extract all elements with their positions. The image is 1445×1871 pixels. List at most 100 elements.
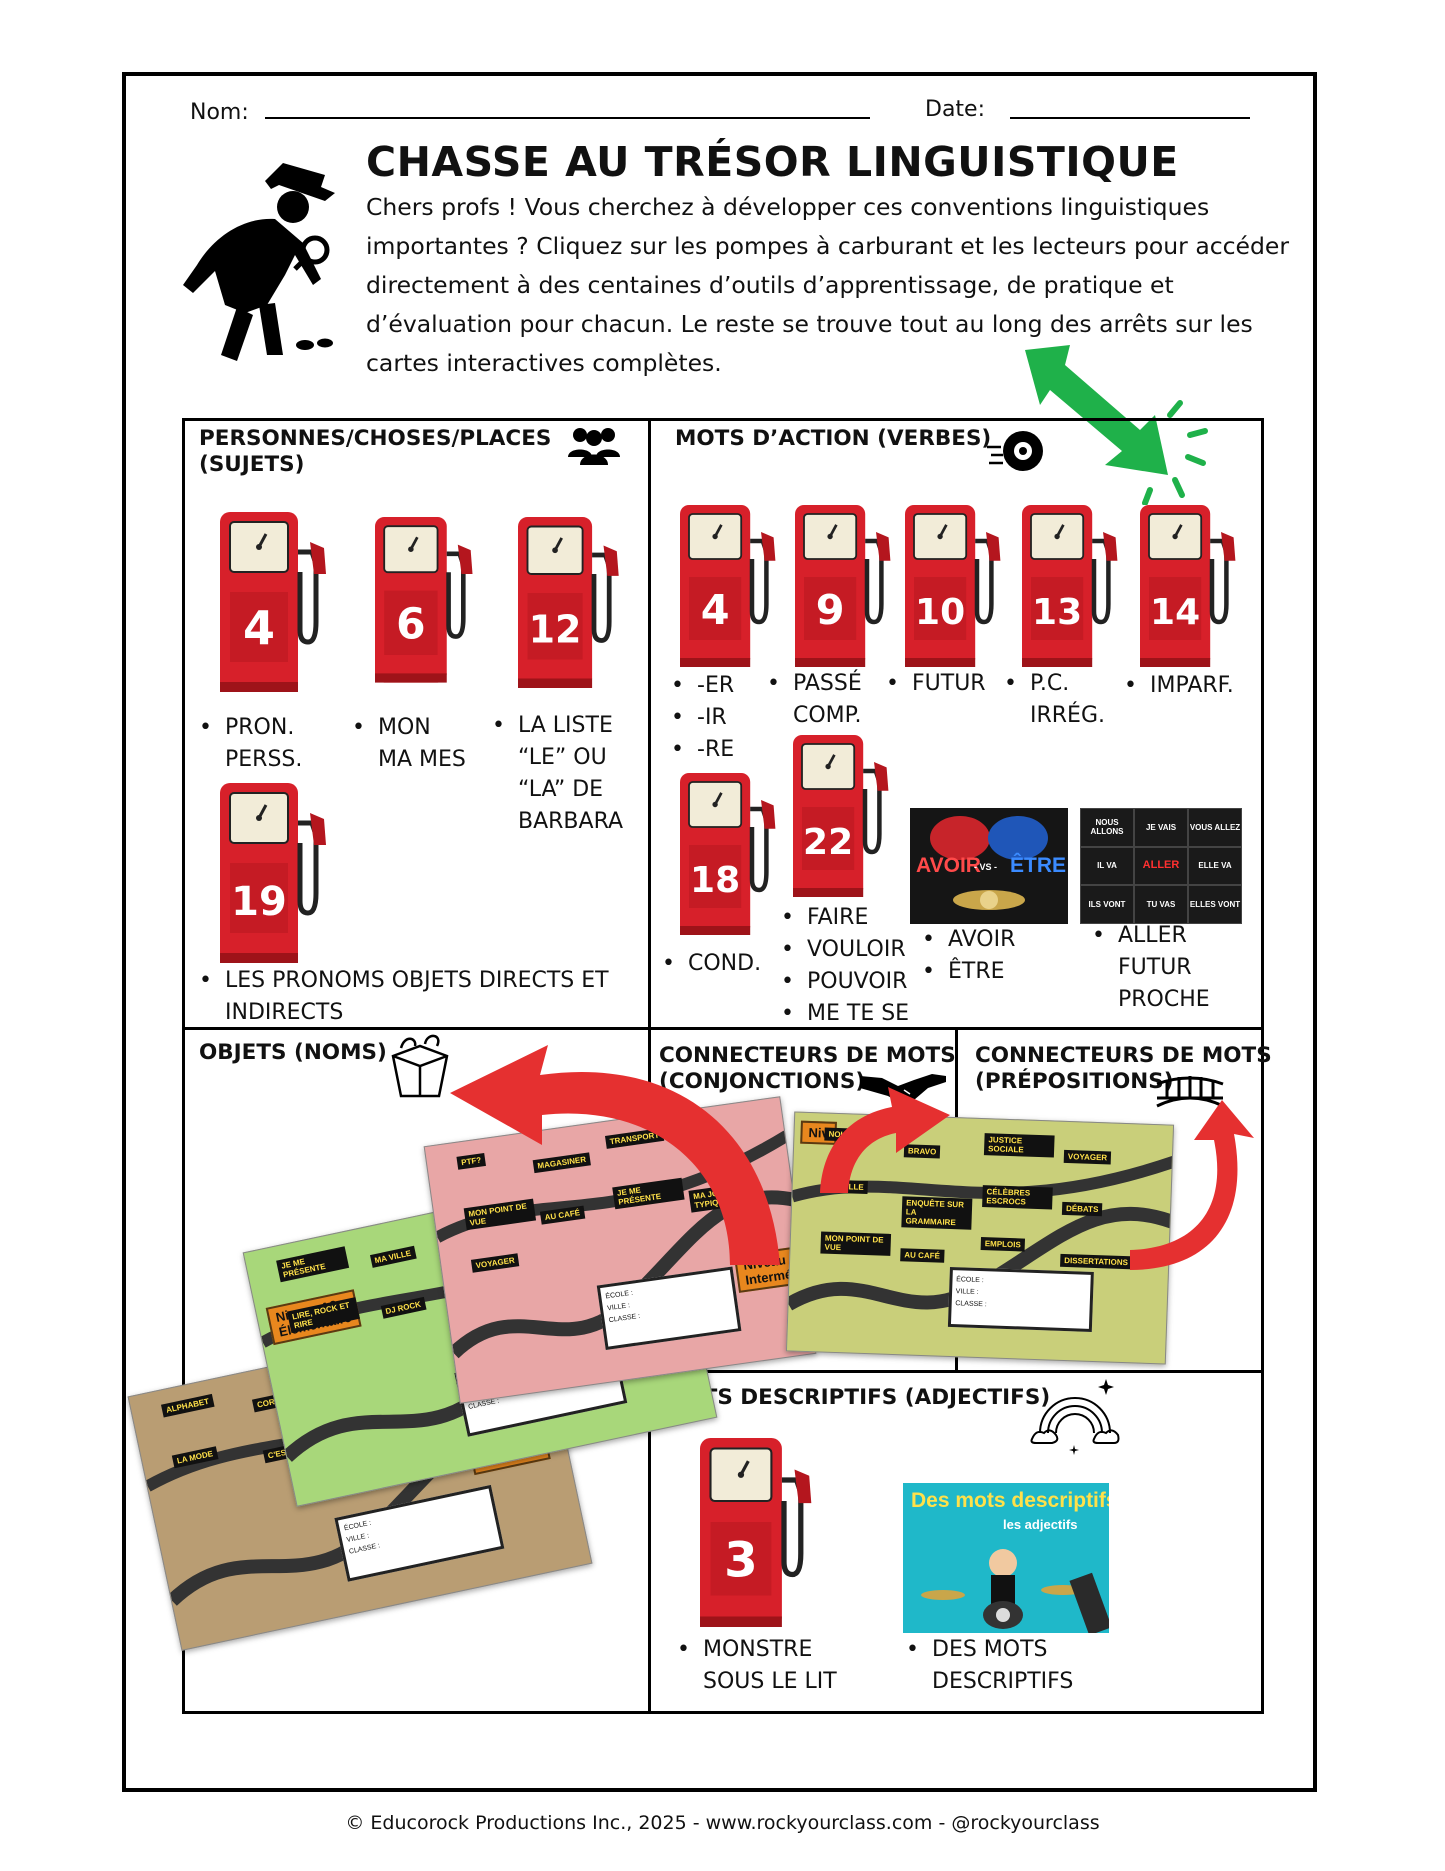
divider xyxy=(648,1370,1264,1373)
list-item: MON MA MES xyxy=(348,712,466,776)
gas-pump-icon[interactable]: 18 xyxy=(680,773,779,937)
pump-label: ME TE SE xyxy=(777,998,909,1030)
thumb-label: AVOIR xyxy=(918,924,1015,956)
pump-number: 9 xyxy=(816,586,845,634)
list-item: -ER -IR -RE xyxy=(667,670,734,766)
conjugation-cell: TU VAS xyxy=(1134,885,1188,924)
conjugation-cell: ILS VONT xyxy=(1080,885,1134,924)
gas-pump-icon[interactable]: 4 xyxy=(220,512,330,694)
divider xyxy=(648,418,651,1714)
vs-text: - VS - xyxy=(974,862,998,872)
map-stop-label[interactable]: DÉBATS xyxy=(1061,1201,1103,1217)
takeout-box-icon xyxy=(391,1034,449,1098)
gas-pump-icon[interactable]: 4 xyxy=(680,505,779,669)
gas-pump-icon[interactable]: 13 xyxy=(1022,505,1121,669)
avoir-etre-video-thumb[interactable]: AVOIR - VS - ÊTRE xyxy=(910,808,1068,924)
pump-label: -IR xyxy=(667,702,734,734)
tire-icon xyxy=(987,431,1043,471)
map-stop-label[interactable]: ENQUÊTE SUR LA GRAMMAIRE xyxy=(901,1196,973,1230)
list-item: DES MOTS DESCRIPTIFS xyxy=(902,1634,1073,1698)
list-item: LES PRONOMS OBJETS DIRECTS ET INDIRECTS xyxy=(195,965,609,1029)
pump-label: PASSÉ xyxy=(763,668,862,700)
pump-label: “LA” DE xyxy=(518,777,604,802)
pump-label: -ER xyxy=(667,670,734,702)
page-title: CHASSE AU TRÉSOR LINGUISTIQUE xyxy=(366,138,1179,186)
name-label: Nom: xyxy=(190,100,249,125)
gas-pump-icon[interactable]: 9 xyxy=(795,505,894,669)
pump-label: IMPARF. xyxy=(1120,670,1234,702)
map-stop-label[interactable]: VOYAGER xyxy=(1063,1149,1112,1165)
adjectives-thumb-subtitle: les adjectifs xyxy=(1003,1517,1078,1532)
list-item: LA LISTE “LE” OU “LA” DE BARBARA xyxy=(488,710,623,838)
pump-label: COND. xyxy=(658,948,761,980)
prepositions-title-line2: (PRÉPOSITIONS) xyxy=(975,1069,1174,1094)
gas-pump-icon[interactable]: 10 xyxy=(905,505,1004,669)
pump-label: INDIRECTS xyxy=(225,1000,344,1025)
page-border xyxy=(122,72,1317,1792)
subjects-title-line2: (SUJETS) xyxy=(199,452,305,477)
pump-number: 10 xyxy=(915,592,965,633)
list-item: MONSTRE SOUS LE LIT xyxy=(673,1634,837,1698)
map-stop-label[interactable]: EMPLOIS xyxy=(980,1237,1026,1252)
adjectives-title: MOTS DESCRIPTIFS (ADJECTIFS) xyxy=(663,1385,1051,1410)
pump-label: LES PRONOMS OBJETS DIRECTS ET xyxy=(195,965,609,997)
map-stop-label[interactable]: JUSTICE SOCIALE xyxy=(983,1133,1055,1158)
list-item: FUTUR xyxy=(882,668,986,700)
thumb-label: FUTUR xyxy=(1118,955,1192,980)
list-item: COND. xyxy=(658,948,761,980)
map-stop-label[interactable]: AU CAFÉ xyxy=(900,1248,945,1263)
pump-label: PERSS. xyxy=(225,747,303,772)
pump-label: P.C. xyxy=(1000,668,1105,700)
gas-pump-icon[interactable]: 14 xyxy=(1140,505,1239,669)
conjugation-cell: VOUS ALLEZ xyxy=(1188,808,1242,847)
pump-label: MONSTRE xyxy=(673,1634,837,1666)
pump-label: POUVOIR xyxy=(777,966,909,998)
divider xyxy=(182,1027,1264,1030)
date-field[interactable] xyxy=(1010,117,1250,119)
pump-label: SOUS LE LIT xyxy=(703,1669,837,1694)
nouns-title: OBJETS (NOMS) xyxy=(199,1040,387,1065)
thumb-label: DESCRIPTIFS xyxy=(932,1669,1074,1694)
pump-label: -RE xyxy=(667,734,734,766)
rainbow-icon xyxy=(1030,1379,1120,1455)
gas-pump-icon[interactable]: 12 xyxy=(518,517,623,690)
pump-label: BARBARA xyxy=(518,809,624,834)
conjunctions-title-line1: CONNECTEURS DE MOTS xyxy=(659,1043,956,1068)
list-item: PRON. PERSS. xyxy=(195,712,302,776)
subjects-title: PERSONNES/CHOSES/PLACES (SUJETS) xyxy=(199,426,551,478)
gas-pump-icon[interactable]: 19 xyxy=(220,783,330,965)
red-arrow-icon xyxy=(1130,1100,1254,1270)
list-item: AVOIR ÊTRE xyxy=(918,924,1015,988)
map-stop-label[interactable]: DISSERTATIONS xyxy=(1060,1253,1131,1270)
gas-pump-icon[interactable]: 6 xyxy=(375,517,476,684)
conjugation-cell: ELLES VONT xyxy=(1188,885,1242,924)
prepositions-title: CONNECTEURS DE MOTS (PRÉPOSITIONS) xyxy=(975,1043,1272,1095)
footer: © Educorock Productions Inc., 2025 - www… xyxy=(345,1812,1100,1834)
pump-number: 18 xyxy=(690,860,740,901)
pump-number: 4 xyxy=(243,601,275,655)
red-arrow-icon xyxy=(820,1087,950,1193)
pump-label: MON xyxy=(348,712,466,744)
avoir-text: AVOIR xyxy=(916,854,981,877)
adjectives-video-thumb[interactable]: Des mots descriptifs les adjectifs xyxy=(903,1483,1109,1633)
pump-number: 19 xyxy=(231,879,287,925)
conjunctions-title: CONNECTEURS DE MOTS (CONJONCTIONS) xyxy=(659,1043,956,1095)
gas-pump-icon[interactable]: 3 xyxy=(700,1438,816,1629)
thumb-label: ÊTRE xyxy=(918,956,1015,988)
boxing-gloves-icon xyxy=(930,816,1048,910)
pump-number: 22 xyxy=(803,822,853,863)
green-arrow-icon xyxy=(1025,345,1208,505)
map-billboard: ÉCOLE :VILLE :CLASSE : xyxy=(947,1266,1094,1332)
bridge-icon xyxy=(1156,1076,1224,1108)
conjugation-cell: NOUS ALLONS xyxy=(1080,808,1134,847)
pump-number: 12 xyxy=(529,607,582,651)
pump-label: VOULOIR xyxy=(777,934,909,966)
name-field[interactable] xyxy=(265,117,870,119)
pump-number: 3 xyxy=(724,1533,758,1589)
pump-label: FUTUR xyxy=(882,668,986,700)
gas-pump-icon[interactable]: 22 xyxy=(793,735,892,899)
map-stop-label[interactable]: CÉLÈBRES ESCROCS xyxy=(982,1185,1053,1210)
intro-text: Chers profs ! Vous cherchez à développer… xyxy=(366,193,1290,377)
conjugation-cell: ALLER xyxy=(1134,846,1188,886)
